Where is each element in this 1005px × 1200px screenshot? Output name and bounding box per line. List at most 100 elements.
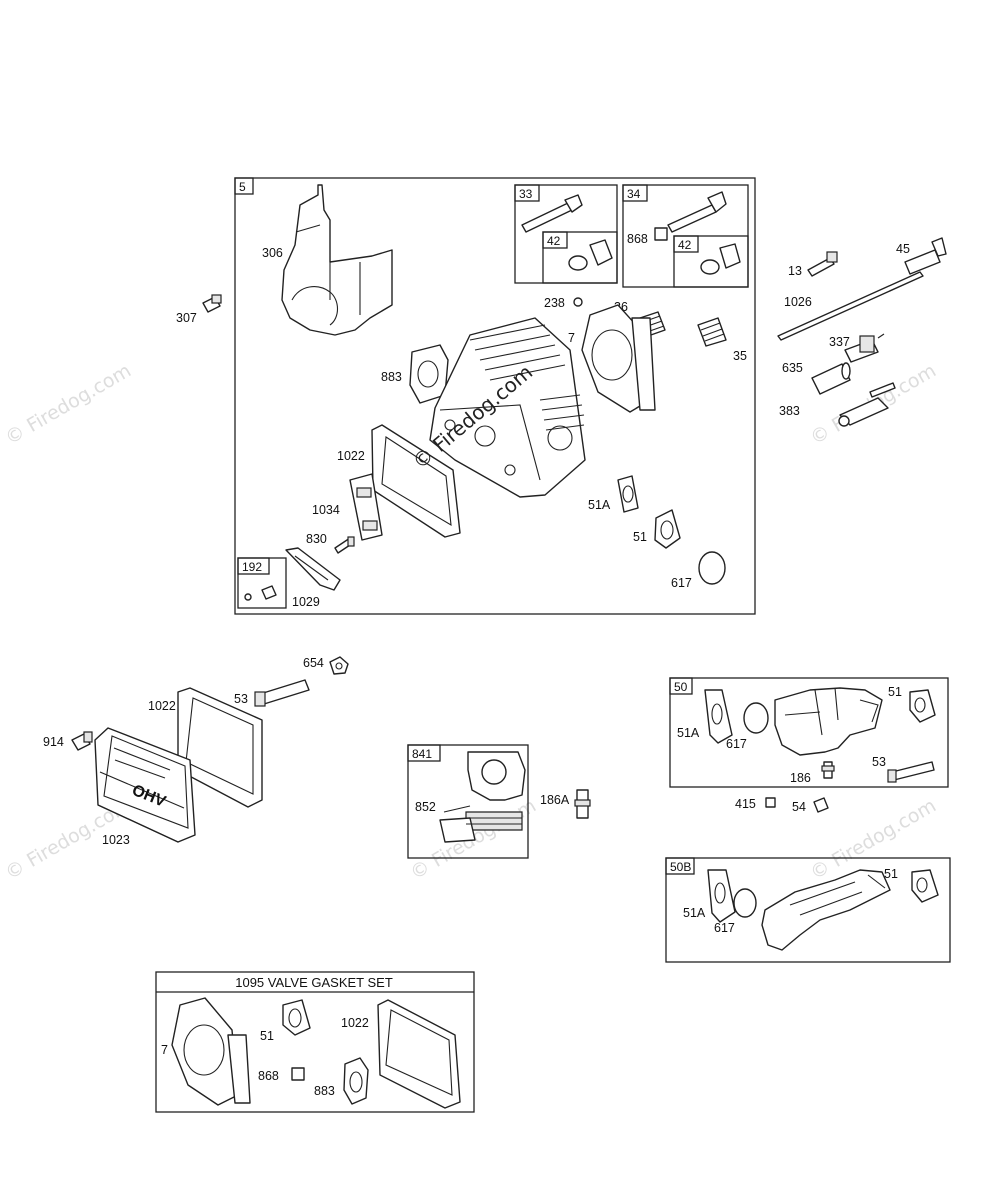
label-1034: 1034 — [312, 503, 340, 517]
part-852-bracket[interactable] — [439, 751, 526, 843]
part-33-valve[interactable] — [521, 194, 583, 233]
box-50: 50 51A 617 51 186 53 — [669, 677, 949, 788]
box-192-tag: 192 — [242, 560, 262, 574]
part-635-tappet[interactable] — [811, 362, 851, 395]
part-54-screw[interactable] — [813, 797, 829, 813]
label-1022: 1022 — [337, 449, 365, 463]
part-192-screw[interactable] — [261, 585, 277, 600]
box-50-tag: 50 — [674, 680, 688, 694]
part-1023-valve-cover[interactable] — [94, 727, 196, 843]
label-1023: 1023 — [102, 833, 130, 847]
part-654-nut[interactable] — [329, 656, 349, 675]
part-883-set-gasket[interactable] — [343, 1057, 369, 1105]
part-238-pin[interactable] — [573, 297, 583, 307]
part-35-spring[interactable] — [697, 317, 727, 347]
part-1026-push-rod[interactable] — [777, 271, 924, 341]
label-383: 383 — [779, 404, 800, 418]
label-306: 306 — [262, 246, 283, 260]
part-cylinder-head[interactable] — [429, 317, 586, 498]
box-841: 841 852 — [407, 744, 529, 859]
box-50B: 50B 51A 617 51 — [665, 857, 951, 963]
label-307: 307 — [176, 311, 197, 325]
label-617-box50: 617 — [726, 737, 747, 751]
valve-cover-group: 654 53 1022 914 OHV 1023 — [43, 656, 349, 847]
part-51-box50[interactable] — [909, 689, 936, 723]
part-53-box50-stud[interactable] — [887, 761, 935, 783]
part-34-valve[interactable] — [667, 191, 727, 233]
label-51-set: 51 — [260, 1029, 274, 1043]
part-1022-gasket[interactable] — [371, 424, 461, 538]
part-192-washer[interactable] — [244, 593, 252, 601]
part-883-gasket[interactable] — [409, 344, 449, 404]
gasket-set-frame — [155, 971, 475, 1113]
part-617-box50[interactable] — [743, 702, 769, 734]
label-1029: 1029 — [292, 595, 320, 609]
part-1029-bracket[interactable] — [285, 547, 341, 591]
label-186: 186 — [790, 771, 811, 785]
box-841-frame — [407, 744, 529, 859]
part-51A-box50B[interactable] — [707, 869, 736, 923]
box-34-inner-tag: 42 — [678, 238, 692, 252]
label-654: 654 — [303, 656, 324, 670]
sub-box-192: 192 — [237, 557, 287, 609]
part-51-gasket[interactable] — [654, 509, 681, 549]
label-7-set: 7 — [161, 1043, 168, 1057]
right-loose-parts: 13 45 1026 337 635 383 — [777, 237, 947, 427]
part-45-valve-guide[interactable] — [904, 237, 947, 275]
sub-box-33: 33 42 — [514, 184, 618, 284]
part-383-rocker-arm[interactable] — [838, 382, 896, 427]
box-50B-frame — [665, 857, 951, 963]
watermark-left-1: © Firedog.com — [2, 360, 135, 450]
label-45: 45 — [896, 242, 910, 256]
part-7-head-gasket[interactable] — [581, 304, 656, 413]
label-337: 337 — [829, 335, 850, 349]
label-617: 617 — [671, 576, 692, 590]
part-51A-gasket[interactable] — [617, 475, 639, 513]
label-53-box50: 53 — [872, 755, 886, 769]
label-868: 868 — [627, 232, 648, 246]
valve-gasket-set: 1095 VALVE GASKET SET 7 51 868 883 1022 — [155, 971, 475, 1113]
part-337-spark-plug[interactable] — [844, 333, 885, 363]
part-42-seal-a[interactable] — [568, 239, 613, 271]
label-617-box50B: 617 — [714, 921, 735, 935]
label-415: 415 — [735, 797, 756, 811]
label-830: 830 — [306, 532, 327, 546]
label-868-set: 868 — [258, 1069, 279, 1083]
part-415-nut[interactable] — [765, 797, 776, 808]
part-13-bolt[interactable] — [807, 251, 838, 277]
label-35: 35 — [733, 349, 747, 363]
part-617-box50B[interactable] — [733, 888, 757, 918]
part-1034-plate[interactable] — [349, 473, 383, 541]
part-53-stud[interactable] — [254, 679, 310, 707]
part-7-set-head-gasket[interactable] — [171, 997, 251, 1106]
part-50-intake-manifold[interactable] — [774, 687, 883, 756]
part-868-set-seal[interactable] — [291, 1067, 305, 1081]
box-841-tag: 841 — [412, 747, 432, 761]
part-42-seal-b[interactable] — [700, 243, 741, 275]
part-1022-cover-gasket[interactable] — [177, 687, 263, 808]
box-33-tag: 33 — [519, 187, 533, 201]
label-238: 238 — [544, 296, 565, 310]
box-33-inner-tag: 42 — [547, 234, 561, 248]
part-186-fitting[interactable] — [821, 761, 835, 779]
part-51-set-gasket[interactable] — [282, 999, 311, 1036]
part-1022-set-gasket[interactable] — [377, 999, 461, 1109]
part-51A-box50[interactable] — [704, 689, 733, 744]
part-307-screw[interactable] — [202, 294, 222, 313]
label-51-box50B: 51 — [884, 867, 898, 881]
part-617-oring[interactable] — [698, 551, 726, 585]
label-54: 54 — [792, 800, 806, 814]
part-868-seal[interactable] — [654, 227, 668, 241]
cylinder-head-assembly: 5 306 883 1022 — [234, 177, 756, 615]
part-186A-fitting[interactable] — [574, 789, 591, 819]
label-13: 13 — [788, 264, 802, 278]
part-306-shroud[interactable] — [281, 184, 393, 336]
part-830-stud[interactable] — [334, 536, 355, 554]
label-7: 7 — [568, 331, 575, 345]
part-51-box50B[interactable] — [911, 869, 939, 903]
part-914-screw[interactable] — [71, 731, 93, 751]
sub-box-34: 34 868 42 — [622, 184, 749, 288]
label-852: 852 — [415, 800, 436, 814]
part-50B-intake-manifold[interactable] — [761, 869, 891, 951]
label-51A-box50: 51A — [677, 726, 700, 740]
